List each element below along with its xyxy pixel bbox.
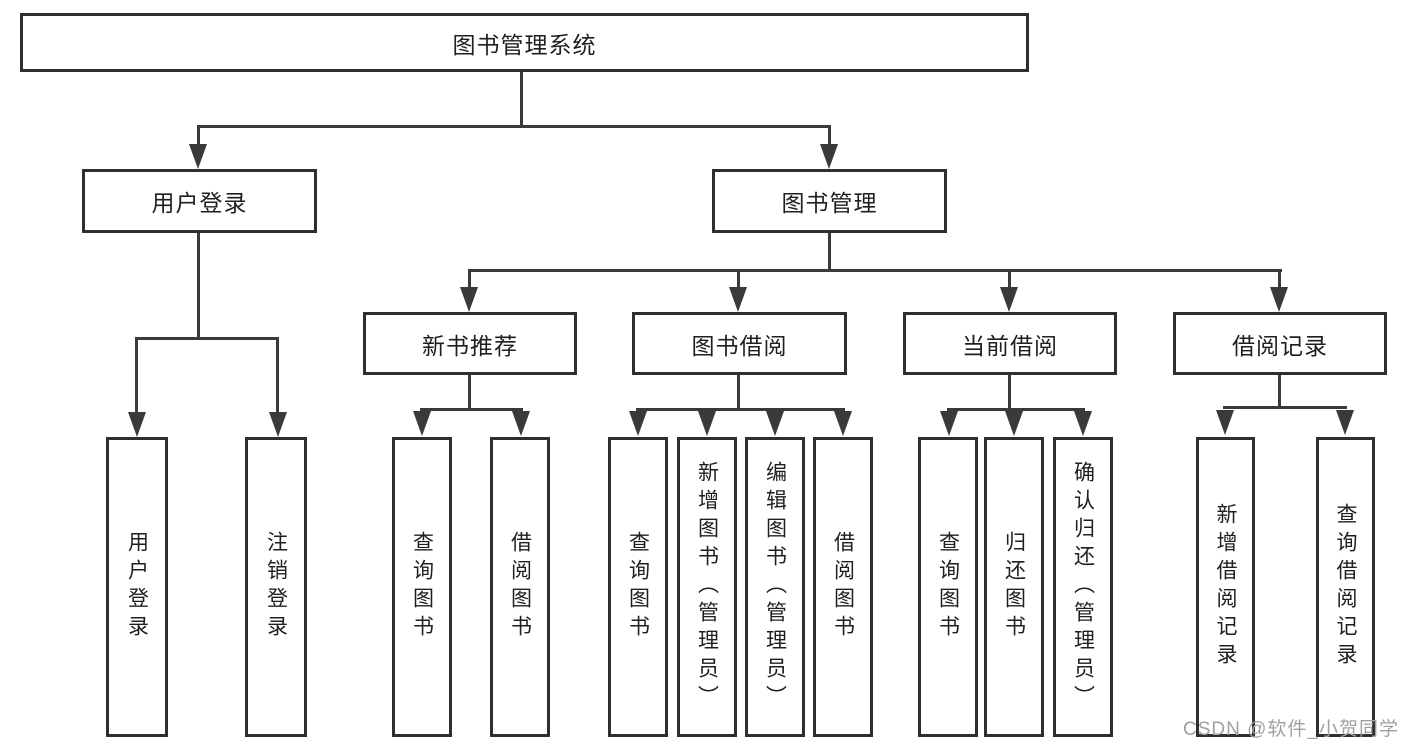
node-new-book-recommendation: 新书推荐 (363, 312, 577, 375)
csdn-watermark: CSDN @软件_小贺同学 (1183, 719, 1399, 740)
arrowhead-down (512, 411, 530, 436)
node-current-borrowing: 当前借阅 (903, 312, 1117, 375)
v-line (197, 233, 200, 340)
node-book-management: 图书管理 (712, 169, 947, 233)
leaf-confirm-return-admin: 确认归还（管理员） (1053, 437, 1113, 737)
leaf-query-books-recommend: 查询图书 (392, 437, 452, 737)
leaf-borrow-books-recommend: 借阅图书 (490, 437, 550, 737)
node-root: 图书管理系统 (20, 13, 1029, 72)
arrowhead-down (766, 411, 784, 436)
arrowhead-down (1000, 287, 1018, 312)
arrowhead-down (189, 144, 207, 169)
arrowhead-down (1216, 410, 1234, 435)
arrowhead-down (128, 412, 146, 437)
arrowhead-down (940, 411, 958, 436)
h-line (1223, 406, 1347, 409)
arrowhead-down (269, 412, 287, 437)
leaf-add-book-admin: 新增图书（管理员） (677, 437, 737, 737)
leaf-add-borrow-record: 新增借阅记录 (1196, 437, 1255, 737)
arrowhead-down (460, 287, 478, 312)
leaf-borrow-books-borrowing: 借阅图书 (813, 437, 873, 737)
arrowhead-down (1005, 411, 1023, 436)
leaf-user-login: 用户登录 (106, 437, 168, 737)
leaf-query-books-borrowing: 查询图书 (608, 437, 668, 737)
leaf-logout: 注销登录 (245, 437, 307, 737)
arrowhead-down (413, 411, 431, 436)
h-line (636, 408, 845, 411)
arrowhead-down (834, 411, 852, 436)
v-line (468, 375, 471, 411)
v-line (1278, 375, 1281, 409)
leaf-query-books-current: 查询图书 (918, 437, 978, 737)
h-line (468, 269, 1282, 272)
node-user-login: 用户登录 (82, 169, 317, 233)
h-line (420, 408, 523, 411)
leaf-edit-book-admin: 编辑图书（管理员） (745, 437, 805, 737)
v-line (1008, 375, 1011, 411)
h-line (135, 337, 279, 340)
arrowhead-down (1336, 410, 1354, 435)
v-line (276, 340, 279, 413)
v-line (468, 272, 471, 288)
v-line (197, 128, 200, 146)
v-line (520, 72, 523, 128)
v-line (737, 272, 740, 288)
arrowhead-down (820, 144, 838, 169)
h-line (947, 408, 1085, 411)
v-line (135, 340, 138, 413)
arrowhead-down (698, 411, 716, 436)
arrowhead-down (629, 411, 647, 436)
leaf-query-borrow-record: 查询借阅记录 (1316, 437, 1375, 737)
node-borrowing-records: 借阅记录 (1173, 312, 1387, 375)
v-line (828, 233, 831, 272)
v-line (737, 375, 740, 411)
v-line (1008, 272, 1011, 288)
h-line (197, 125, 831, 128)
arrowhead-down (1074, 411, 1092, 436)
v-line (1278, 272, 1281, 288)
leaf-return-book: 归还图书 (984, 437, 1044, 737)
arrowhead-down (1270, 287, 1288, 312)
node-book-borrowing: 图书借阅 (632, 312, 847, 375)
v-line (828, 128, 831, 146)
arrowhead-down (729, 287, 747, 312)
